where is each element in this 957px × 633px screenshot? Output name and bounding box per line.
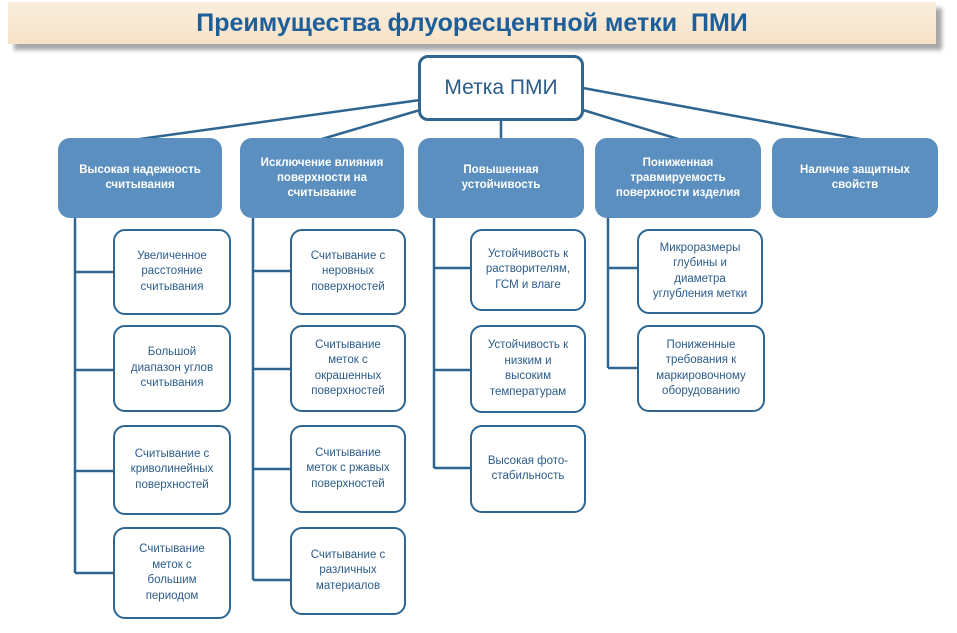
category-reduced-damage: Пониженная травмируемость поверхности из… xyxy=(595,138,761,218)
leaf-3-0: Микроразмеры глубины и диаметра углублен… xyxy=(637,229,763,314)
leaf-2-0: Устойчивость к растворителям, ГСМ и влаг… xyxy=(470,229,586,311)
leaf-1-2: Считывание меток с ржавых поверхностей xyxy=(290,425,406,513)
leaf-1-3: Считывание с различных материалов xyxy=(290,527,406,615)
page-title: Преимущества флуоресцентной метки ПМИ xyxy=(196,8,748,37)
leaf-2-1: Устойчивость к низким и высоким температ… xyxy=(470,325,586,413)
leaf-0-0: Увеличенное расстояние считывания xyxy=(113,229,231,315)
connector-root-cat-3 xyxy=(582,108,679,141)
leaf-3-1: Пониженные требования к маркировочному о… xyxy=(637,325,765,412)
leaf-0-1: Большой диапазон углов считывания xyxy=(113,325,231,412)
root-node: Метка ПМИ xyxy=(418,55,584,121)
leaf-0-2: Считывание с криволинейных поверхностей xyxy=(113,425,231,515)
category-surface-independence: Исключение влияния поверхности на считыв… xyxy=(240,138,404,218)
category-increased-resistance: Повышенная устойчивость xyxy=(418,138,584,218)
category-high-reliability: Высокая надежность считывания xyxy=(58,138,222,218)
title-banner: Преимущества флуоресцентной метки ПМИ xyxy=(8,2,936,44)
connector-root-cat-1 xyxy=(321,108,421,141)
connector-root-cat-0 xyxy=(139,98,421,141)
connector-root-cat-4 xyxy=(582,86,861,141)
leaf-2-2: Высокая фото- стабильность xyxy=(470,425,586,513)
leaf-1-0: Считывание с неровных поверхностей xyxy=(290,229,406,315)
category-protective-properties: Наличие защитных свойств xyxy=(772,138,938,218)
leaf-1-1: Считывание меток с окрашенных поверхност… xyxy=(290,325,406,412)
leaf-0-3: Считывание меток с большим периодом xyxy=(113,527,231,619)
